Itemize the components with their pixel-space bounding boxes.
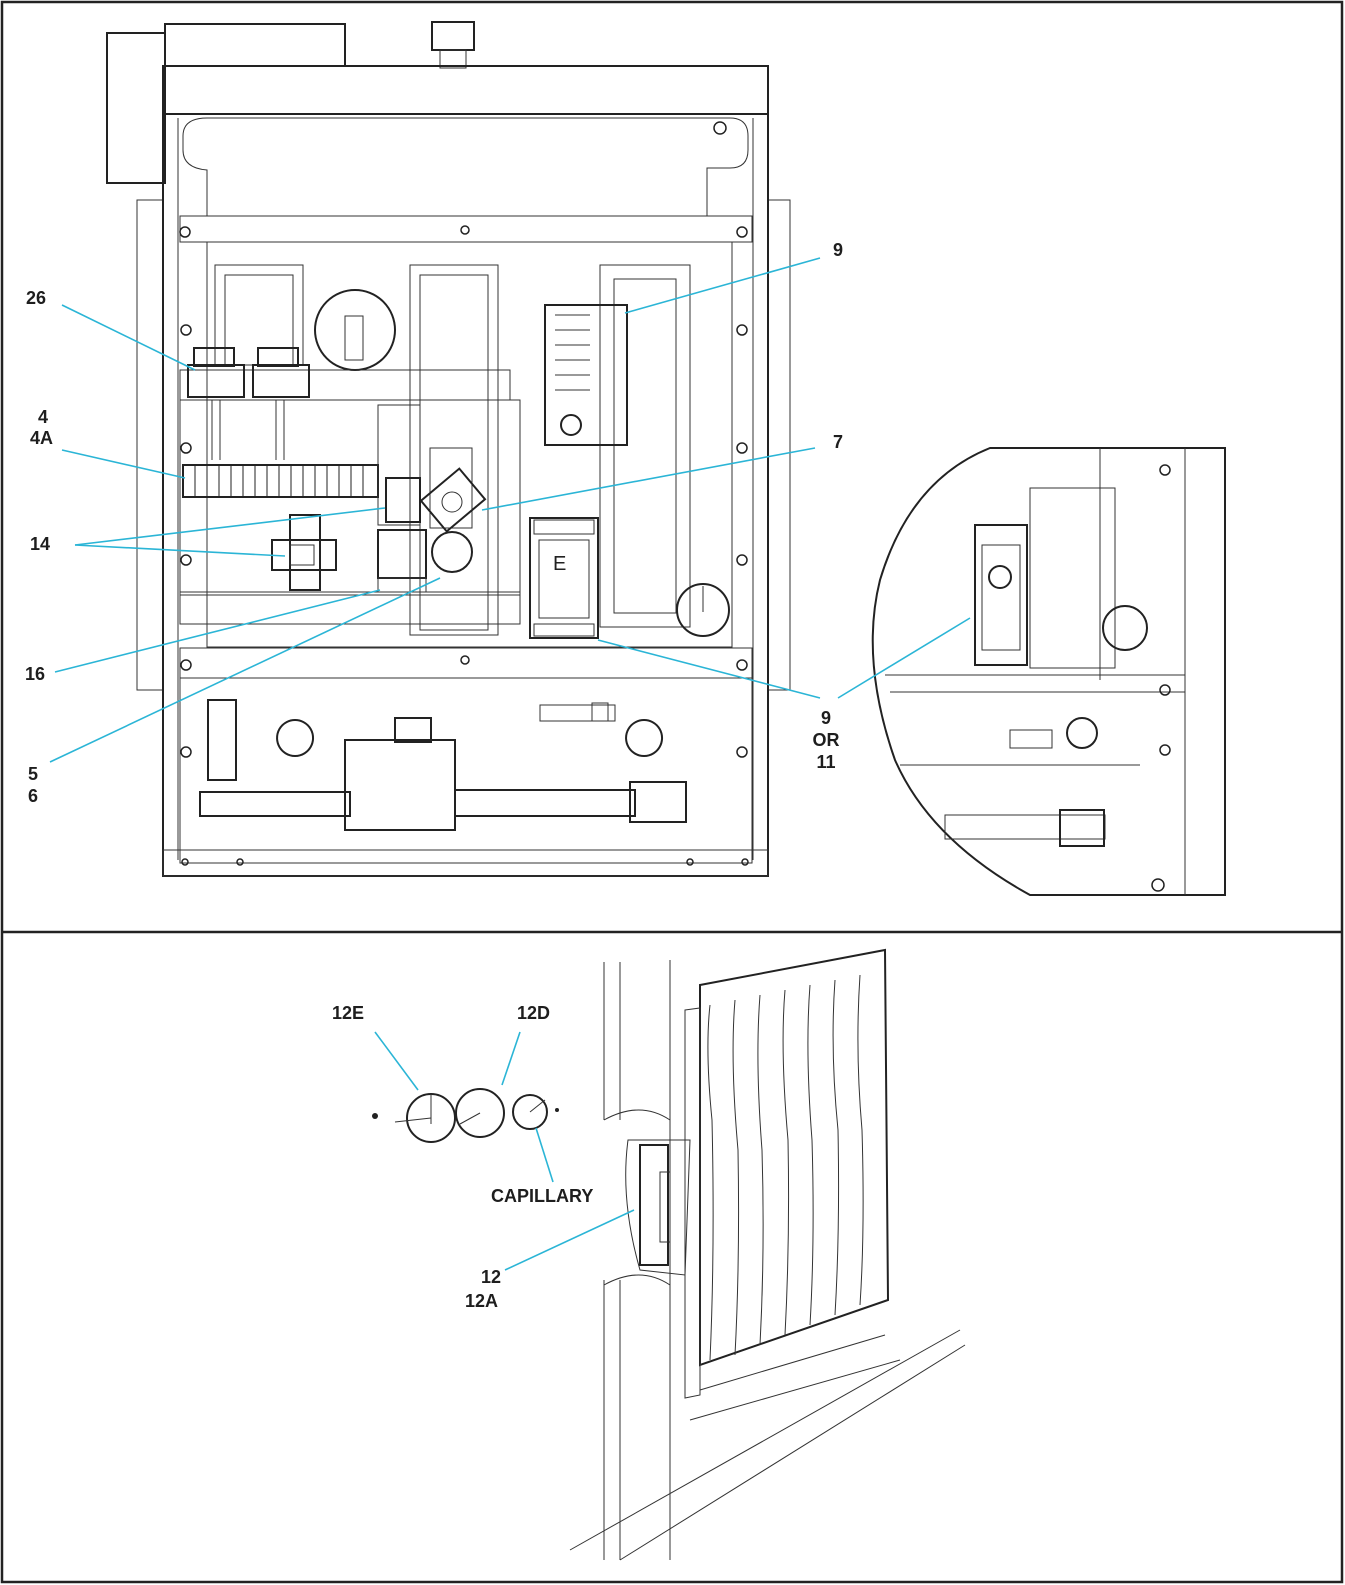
label-5: 5: [28, 764, 39, 784]
label-7: 7: [833, 432, 844, 452]
mounting-holes: [179, 121, 749, 866]
detail-inset-drawing: [871, 447, 1226, 896]
svg-text:E: E: [553, 553, 566, 575]
label-9-or: 9: [820, 708, 831, 728]
label-6: 6: [28, 786, 39, 806]
label-4a: 4A: [30, 428, 54, 448]
terminal-strip: [194, 465, 364, 497]
label-or: OR: [812, 730, 840, 750]
heat-exchanger-drawing: [372, 948, 966, 1561]
label-12d: 12D: [517, 1003, 551, 1023]
label-capillary: CAPILLARY: [491, 1186, 594, 1206]
limit-switch-disc-icon: [372, 1088, 559, 1143]
label-12: 12: [481, 1267, 502, 1287]
label-11: 11: [816, 752, 836, 772]
flue-fins: [707, 974, 864, 1361]
boiler-cabinet-drawing: E: [49, 21, 1226, 896]
label-4: 4: [38, 407, 49, 427]
label-12e: 12E: [332, 1003, 365, 1023]
callout-lines-bottom: [374, 1031, 635, 1271]
label-12a: 12A: [465, 1291, 499, 1311]
callout-lines-top: [49, 257, 971, 763]
label-26: 26: [26, 288, 47, 308]
label-16: 16: [25, 664, 46, 684]
label-9-top: 9: [833, 240, 844, 260]
label-14: 14: [30, 534, 51, 554]
